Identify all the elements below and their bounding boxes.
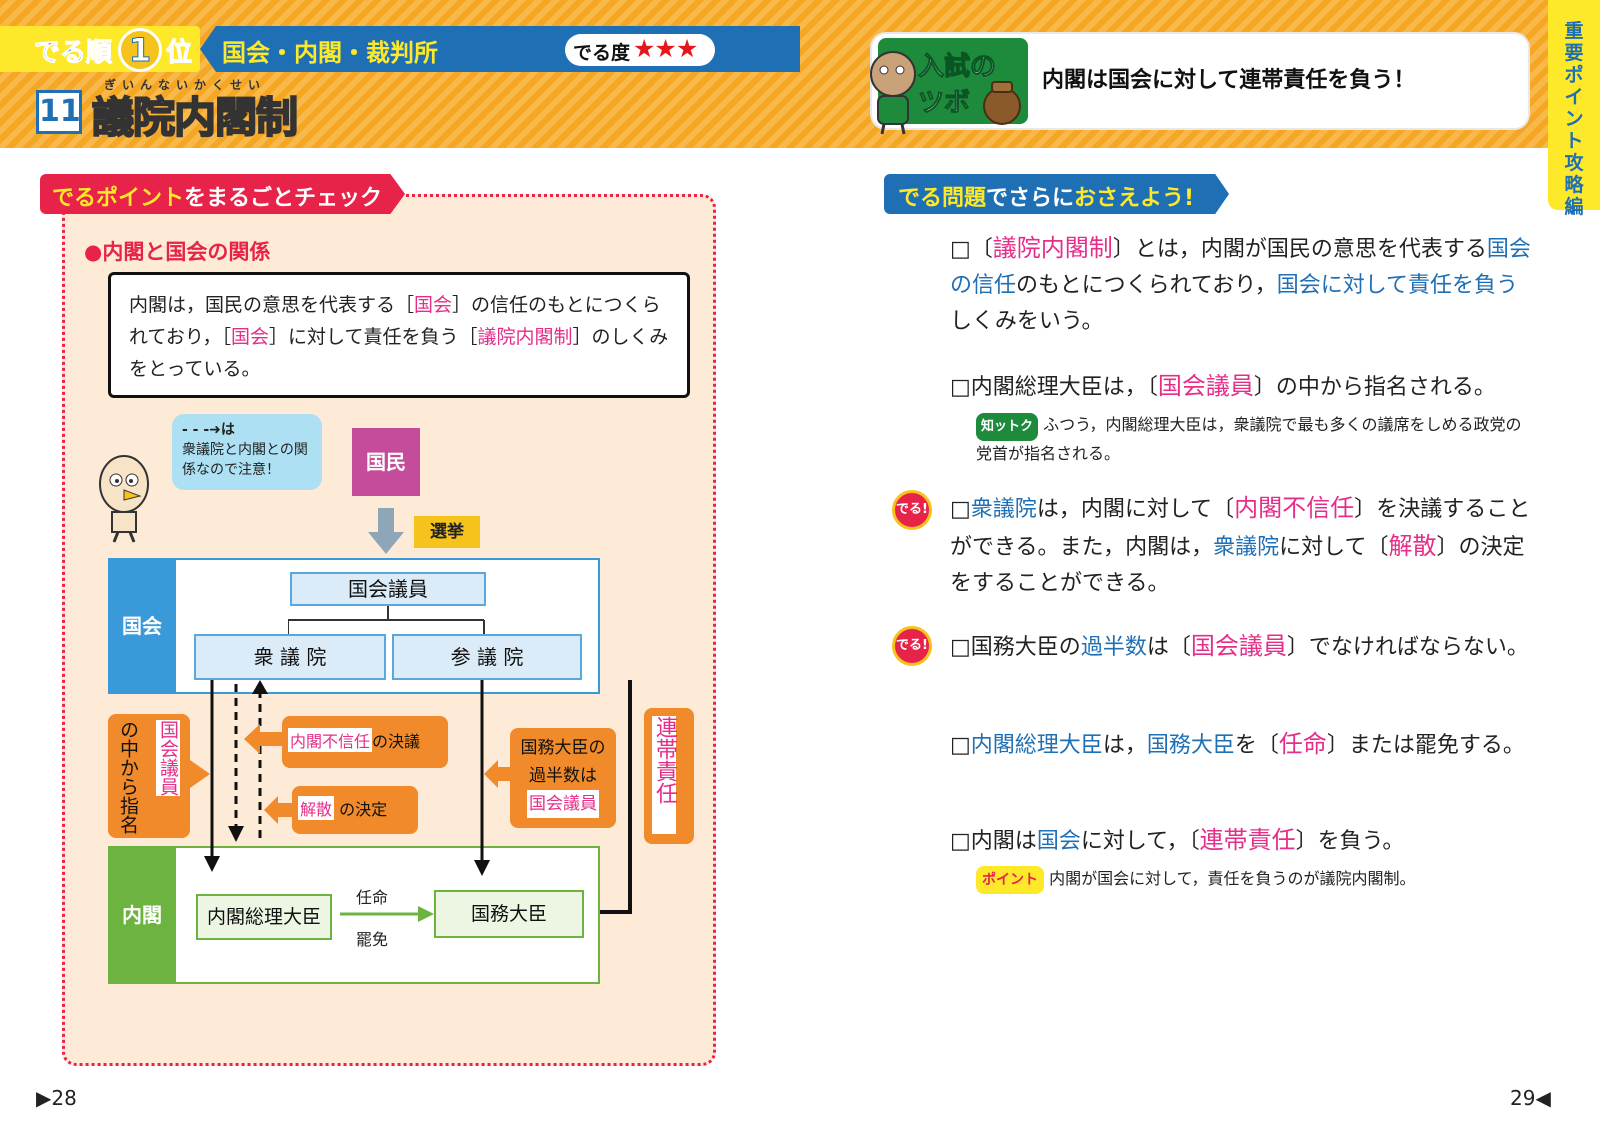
point-note: ポイント 内閣が国会に対して，責任を負うのが議院内閣制。 (976, 866, 1536, 894)
tree-lines (288, 606, 485, 636)
section-number: 11 (36, 90, 82, 134)
question-2: □内閣総理大臣は，〔国会議員〕の中から指名される。 (950, 372, 1496, 400)
question-3: □衆議院は，内閣に対して〔内閣不信任〕を決議することができる。また，内閣は，衆議… (950, 494, 1531, 596)
people-box: 国民 (352, 428, 420, 496)
tip-note: 知ットク ふつう，内閣総理大臣は，衆議院で最も多くの議席をしめる政党の党首が指名… (976, 413, 1522, 463)
section-title-left: でるポイントをまるごとチェック (52, 186, 383, 211)
nomination-box: 国会議員 の中から指名 (108, 714, 190, 838)
election-label: 選挙 (414, 516, 480, 548)
right-arrow-icon (190, 760, 210, 788)
page-title: 議院内閣制 (91, 92, 299, 143)
mascot-mouse-icon (870, 51, 916, 135)
section-header-left (40, 174, 405, 214)
left-arrow-icon (484, 760, 512, 788)
side-tab (1548, 0, 1600, 210)
ministers-majority-box: 国務大臣の過半数は国会議員 (510, 728, 616, 828)
section-title-right: でる問題でさらにおさえよう! (898, 186, 1195, 211)
cabinet-label: 内閣 (108, 846, 176, 984)
rank-number: 1 (118, 28, 162, 72)
dissolution-box: 解散 の決定 (292, 786, 418, 834)
rank-bar (0, 26, 200, 72)
deru-badge: でる! (892, 490, 932, 530)
speech-bubble: - - -➜は 衆議院と内閣との関係なので注意！ (172, 414, 322, 490)
tsubo-text: 内閣は国会に対して連帯責任を負う！ (1042, 68, 1416, 93)
star-icon: ★★★ (633, 34, 698, 63)
relation-arrows (204, 680, 632, 914)
appoint-label: 任命 (356, 888, 389, 907)
question-4: □国務大臣の過半数は〔国会議員〕でなければならない。 (950, 632, 1529, 660)
left-arrow-icon (244, 724, 284, 754)
no-confidence-box: 内閣不信任の決議 (282, 716, 448, 768)
mascot-egg-icon (99, 455, 149, 543)
page-number-left: ▶28 (36, 1086, 77, 1110)
joint-responsibility-box: 連帯責任 (644, 708, 694, 844)
lower-house-box: 衆 議 院 (194, 634, 386, 680)
rank-prefix: でる順 (33, 38, 113, 69)
left-arrow-icon (264, 796, 294, 824)
pot-icon (983, 81, 1021, 125)
down-arrow-icon (368, 508, 404, 554)
point-badge: ポイント (976, 866, 1044, 894)
tip-badge: 知ットク (976, 413, 1039, 441)
question-5: □内閣総理大臣は，国務大臣を〔任命〕または罷免する。 (950, 730, 1525, 758)
tsubo-label-1: 入試の (917, 52, 997, 83)
upper-house-box: 参 議 院 (392, 634, 582, 680)
subject: 国会・内閣・裁判所 (222, 39, 438, 67)
frequency-badge (565, 34, 715, 66)
title-ruby: ぎいんないかくせい (104, 78, 267, 92)
prime-minister-box: 内閣総理大臣 (196, 894, 332, 940)
ministers-box: 国務大臣 (434, 890, 584, 938)
diet-members-box: 国会議員 (290, 572, 486, 606)
sub-heading: ●内閣と国会の関係 (84, 240, 271, 264)
frequency-label: でる度 (573, 42, 631, 64)
diet-label: 国会 (108, 558, 176, 694)
question-6: □内閣は国会に対して，〔連帯責任〕を負う。 (950, 826, 1405, 854)
right-arrow-icon (340, 906, 434, 922)
section-header-right (884, 174, 1229, 214)
side-tab-label: 重要ポイント攻略編 (1564, 20, 1584, 218)
dismiss-label: 罷免 (356, 930, 389, 949)
page-number-right: 29◀ (1510, 1086, 1551, 1110)
rank-suffix: 位 (165, 38, 193, 69)
definition-box: 内閣は，国民の意思を代表する［国会］の信任のもとにつくられており，［国会］に対し… (108, 272, 690, 398)
deru-badge: でる! (892, 626, 932, 666)
tsubo-label-2: ツボ (917, 88, 971, 119)
question-1: □〔議院内閣制〕とは，内閣が国民の意思を代表する国会の信任のもとにつくられており… (950, 234, 1531, 334)
